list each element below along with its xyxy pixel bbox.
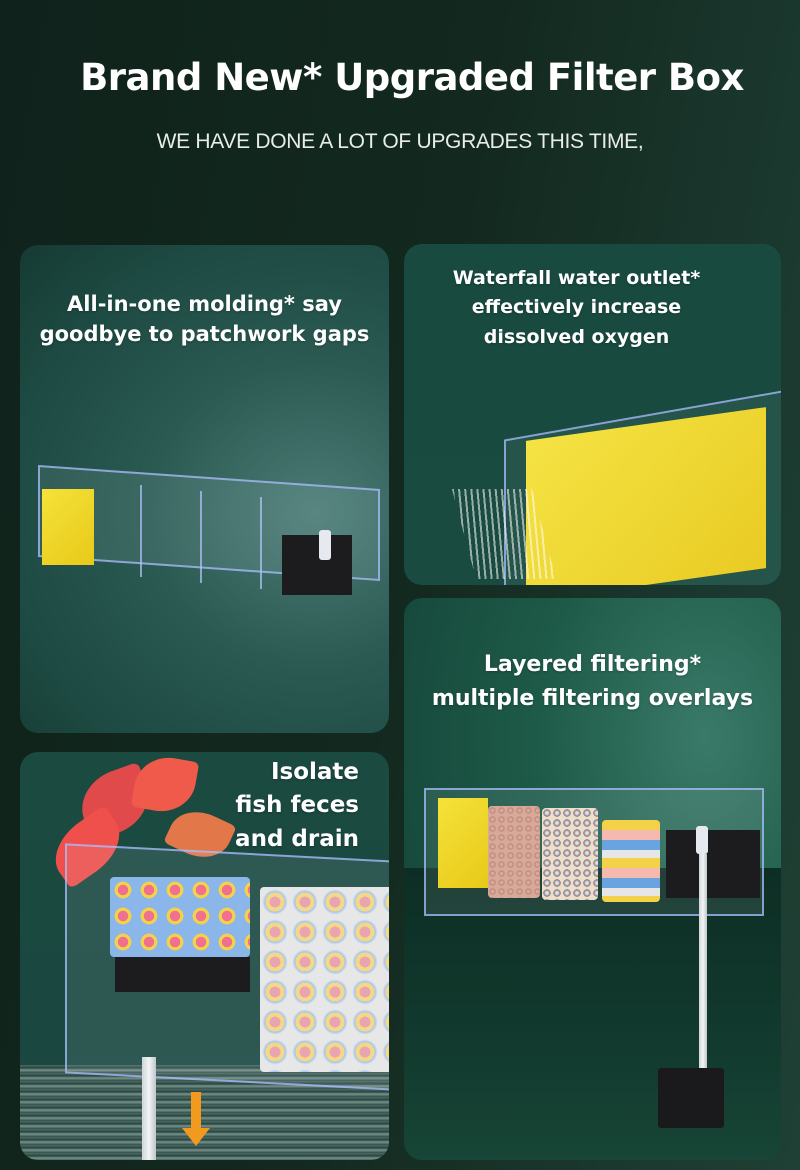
bio-rings — [602, 820, 660, 902]
caption-line: Isolate — [270, 759, 359, 785]
feature-caption: Waterfall water outlet* effectively incr… — [404, 264, 749, 352]
caption-line: multiple filtering overlays — [431, 686, 754, 712]
water-surface — [20, 1065, 389, 1160]
plant-leaf — [130, 752, 200, 817]
divider — [140, 485, 142, 577]
pump-pipe — [699, 854, 707, 1074]
page-subtitle: WE HAVE DONE A LOT OF UPGRADES THIS TIME… — [156, 130, 644, 153]
yellow-sponge — [438, 798, 488, 888]
submersible-pump — [658, 1068, 724, 1128]
ceramic-balls — [488, 806, 540, 898]
arrow-down-icon — [182, 1092, 210, 1146]
black-sponge — [115, 957, 250, 992]
feature-panel-isolate: Isolate fish feces and drain — [20, 752, 389, 1160]
caption-line: goodbye to patchwork gaps — [39, 322, 370, 347]
divider — [200, 491, 202, 583]
feature-caption: Layered filtering* multiple filtering ov… — [404, 648, 781, 716]
feature-panel-waterfall: Waterfall water outlet* effectively incr… — [404, 244, 781, 585]
feature-caption: Isolate fish feces and drain — [235, 756, 359, 856]
outlet-nozzle — [696, 826, 708, 854]
feature-panel-all-in-one: All-in-one molding* say goodbye to patch… — [20, 245, 389, 733]
caption-line: Waterfall water outlet* — [452, 267, 701, 289]
divider — [260, 497, 262, 589]
yellow-sponge — [42, 489, 94, 565]
black-sponge — [666, 830, 760, 898]
caption-line: Layered filtering* — [483, 652, 702, 677]
feature-panel-layered: Layered filtering* multiple filtering ov… — [404, 598, 781, 1160]
caption-line: fish feces — [235, 792, 359, 819]
feature-caption: All-in-one molding* say goodbye to patch… — [20, 289, 389, 350]
outlet-nozzle — [319, 530, 331, 560]
page-title: Brand New* Upgraded Filter Box — [80, 56, 744, 99]
filter-media — [260, 887, 389, 1072]
caption-line: dissolved oxygen — [483, 325, 670, 348]
black-sponge — [282, 535, 352, 595]
caption-line: All-in-one molding* say — [67, 292, 342, 316]
caption-line: effectively increase — [471, 296, 682, 319]
filter-media — [110, 877, 250, 957]
mixed-balls — [542, 808, 598, 900]
drain-pipe — [142, 1057, 156, 1160]
caption-line: and drain — [235, 825, 359, 852]
